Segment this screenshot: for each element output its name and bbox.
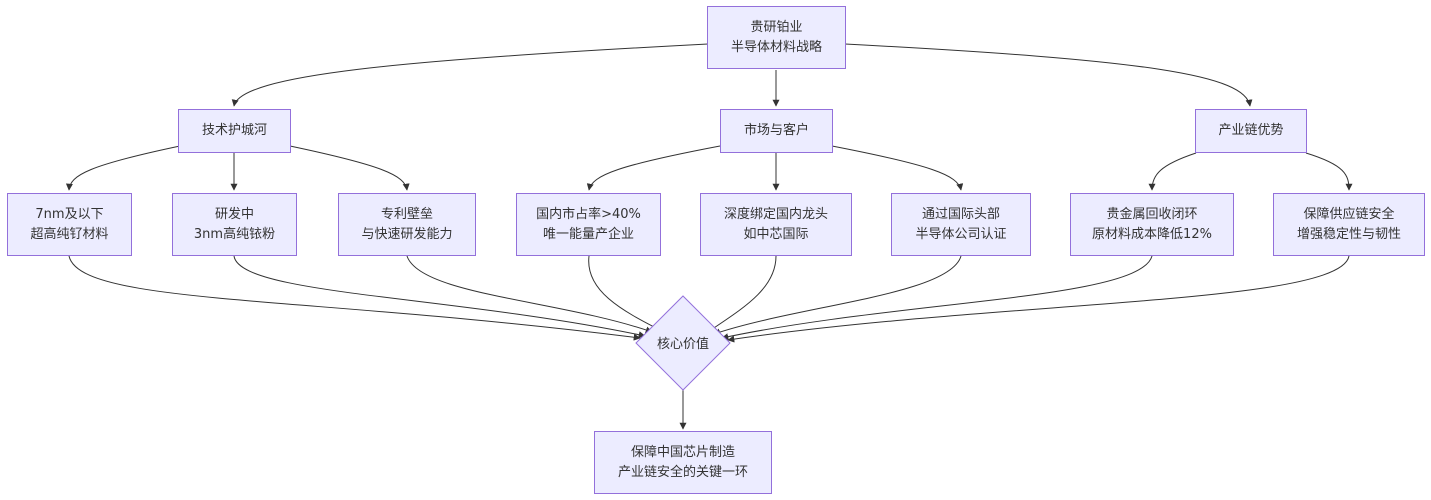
node-market-3-line1: 通过国际头部: [921, 206, 1000, 222]
node-chain-1-line2: 原材料成本降低12%: [1092, 226, 1212, 242]
edge-tech1-core: [68, 255, 641, 341]
node-tech-2: 研发中 3nm高纯铱粉: [172, 193, 297, 256]
node-result: 保障中国芯片制造 产业链安全的关键一环: [594, 431, 772, 494]
node-root: 贵研铂业 半导体材料战略: [707, 6, 846, 69]
node-market-1-line2: 唯一能量产企业: [542, 226, 634, 242]
node-chain-2: 保障供应链安全 增强稳定性与韧性: [1273, 193, 1425, 256]
node-root-line2: 半导体材料战略: [730, 39, 822, 55]
node-tech-1-line2: 超高纯钌材料: [30, 226, 109, 242]
node-tech-1-line1: 7nm及以下: [35, 206, 104, 222]
core-diamond: [635, 295, 731, 391]
node-market-3: 通过国际头部 半导体公司认证: [891, 193, 1031, 256]
edge-tech-1: [65, 145, 181, 191]
edge-market3-core: [713, 255, 962, 336]
node-market-2: 深度绑定国内龙头 如中芯国际: [700, 193, 852, 256]
node-tech-2-line1: 研发中: [214, 206, 254, 222]
edge-chain2-core: [727, 255, 1350, 343]
edge-market-3: [831, 145, 964, 191]
node-tech-2-line2: 3nm高纯铱粉: [193, 226, 276, 242]
node-tech: 技术护城河: [178, 109, 291, 153]
node-root-line1: 贵研铂业: [750, 19, 803, 35]
node-market-1: 国内市占率>40% 唯一能量产企业: [516, 193, 661, 256]
node-chain-2-line1: 保障供应链安全: [1303, 206, 1395, 222]
edge-chain1-core: [721, 255, 1153, 341]
node-result-line1: 保障中国芯片制造: [630, 444, 735, 460]
node-market-2-line2: 如中芯国际: [743, 226, 809, 242]
edge-market1-core: [588, 255, 665, 333]
node-chain-label: 产业链优势: [1218, 123, 1284, 138]
edge-market2-core: [704, 255, 777, 335]
node-market-label: 市场与客户: [743, 123, 809, 138]
node-chain-1-line1: 贵金属回收闭环: [1106, 206, 1198, 222]
node-tech-1: 7nm及以下 超高纯钌材料: [7, 193, 132, 256]
edge-chain-1: [1148, 152, 1197, 191]
node-chain: 产业链优势: [1195, 109, 1307, 153]
edge-market-1: [586, 145, 721, 191]
node-market-3-line2: 半导体公司认证: [915, 226, 1007, 242]
node-market: 市场与客户: [720, 109, 833, 153]
edge-chain-2: [1305, 152, 1353, 191]
node-tech-3: 专利壁垒 与快速研发能力: [338, 193, 476, 256]
node-tech-3-line2: 与快速研发能力: [361, 226, 453, 242]
node-result-line2: 产业链安全的关键一环: [617, 464, 748, 480]
node-tech-3-line1: 专利壁垒: [380, 206, 433, 222]
node-market-2-line1: 深度绑定国内龙头: [723, 206, 828, 222]
edge-tech-3: [289, 145, 410, 191]
edge-tech2-core: [233, 255, 646, 339]
node-chain-1: 贵金属回收闭环 原材料成本降低12%: [1070, 193, 1234, 256]
edge-root-chain: [844, 43, 1253, 107]
node-tech-label: 技术护城河: [201, 123, 267, 138]
edge-root-tech: [231, 43, 709, 107]
node-chain-2-line2: 增强稳定性与韧性: [1296, 226, 1401, 242]
edge-tech3-core: [406, 255, 653, 334]
node-market-1-line1: 国内市占率>40%: [536, 206, 641, 222]
node-core-label: 核心价值: [656, 336, 709, 352]
